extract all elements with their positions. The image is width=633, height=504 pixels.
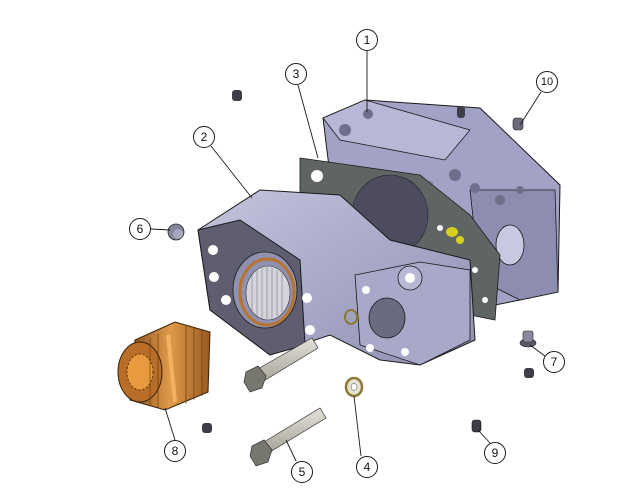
callout-6: 6	[129, 218, 151, 240]
callout-10: 10	[536, 71, 558, 93]
callout-5: 5	[291, 461, 313, 483]
callout-8: 8	[164, 440, 186, 462]
front-pump-body	[197, 189, 476, 366]
plug-7	[519, 330, 537, 348]
callout-4: 4	[356, 456, 378, 478]
callout-3: 3	[285, 63, 307, 85]
seal-washer	[344, 376, 364, 398]
callout-2: 2	[193, 126, 215, 148]
plug-6	[167, 223, 185, 241]
leader-lines	[150, 51, 546, 462]
fitting-10	[512, 117, 524, 131]
spline-coupling-gear	[117, 321, 211, 411]
callout-9: 9	[484, 442, 506, 464]
callout-7: 7	[543, 351, 565, 373]
hex-bolt-lower	[249, 407, 327, 467]
hex-bolt-upper	[243, 337, 319, 393]
fitting-9	[471, 419, 482, 433]
callout-1: 1	[356, 29, 378, 51]
small-screw	[202, 90, 534, 433]
